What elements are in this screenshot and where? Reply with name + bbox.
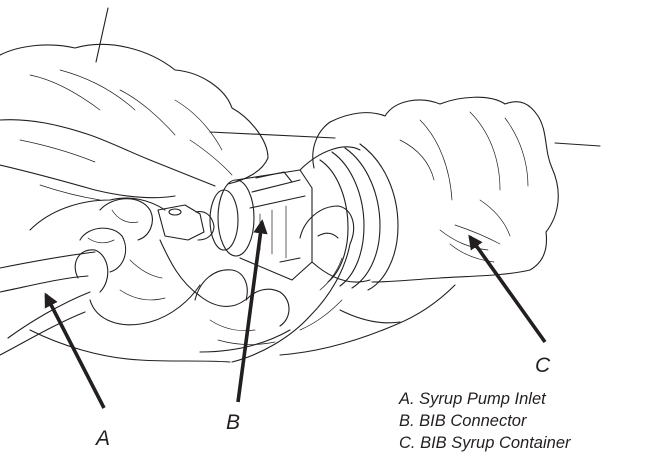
callout-label-b: B bbox=[226, 412, 240, 433]
bib-syrup-container bbox=[313, 97, 558, 282]
legend-item-b: B. BIB Connector bbox=[399, 410, 571, 432]
pump-inlet-fitting bbox=[158, 205, 214, 240]
upper-hand bbox=[0, 44, 268, 200]
callout-label-c: C bbox=[535, 355, 550, 376]
bib-spout-collar bbox=[300, 144, 398, 290]
legend: A. Syrup Pump Inlet B. BIB Connector C. … bbox=[399, 388, 571, 454]
callout-arrow-b bbox=[238, 222, 262, 402]
legend-item-a: A. Syrup Pump Inlet bbox=[399, 388, 571, 410]
background-lines bbox=[96, 8, 600, 146]
syrup-pump-inlet-hose bbox=[0, 252, 95, 355]
callout-arrow-a bbox=[46, 295, 104, 408]
lower-hand bbox=[30, 198, 245, 325]
callout-arrow-c bbox=[470, 237, 545, 342]
legend-item-c: C. BIB Syrup Container bbox=[399, 432, 571, 454]
callout-arrows bbox=[46, 222, 545, 408]
callout-label-a: A bbox=[96, 428, 110, 449]
lower-background bbox=[30, 285, 455, 362]
